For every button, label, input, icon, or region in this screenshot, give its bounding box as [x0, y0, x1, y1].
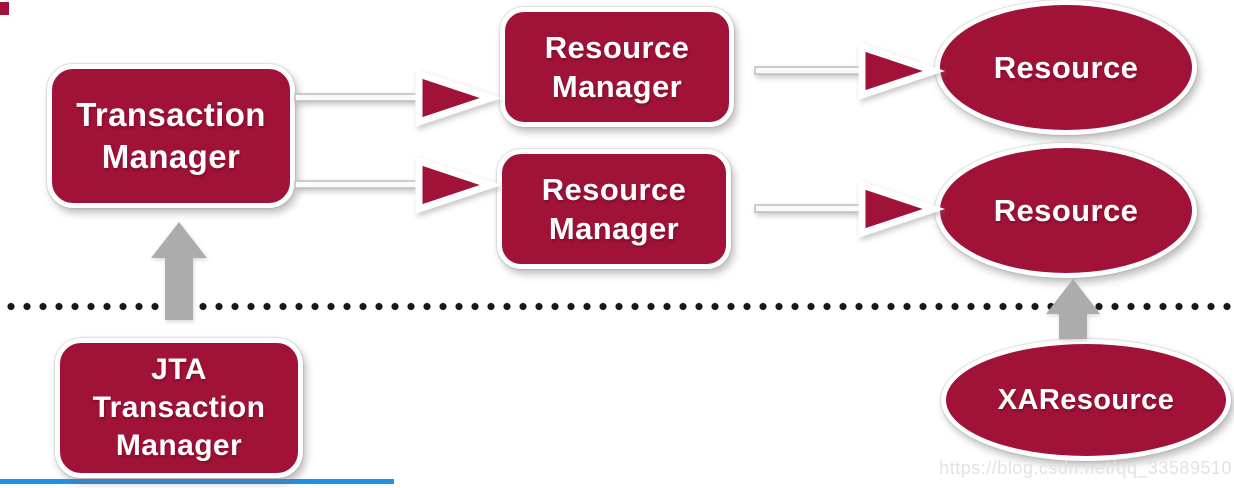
node-transaction-manager: Transaction Manager	[47, 64, 295, 208]
arrow-tm-to-rm-bottom-icon	[294, 156, 503, 214]
arrow-xa-to-resource-icon	[1046, 279, 1100, 339]
node-resource-manager-top-label: Resource Manager	[544, 29, 690, 104]
node-resource-top-label: Resource	[993, 49, 1139, 85]
dotted-divider-line	[0, 301, 1234, 312]
watermark-url: https://blog.csdn.net/qq_33589510	[939, 458, 1232, 478]
node-resource-manager-top: Resource Manager	[500, 7, 734, 127]
node-resource-bottom-label: Resource	[993, 192, 1139, 228]
arrow-tm-to-rm-top-icon	[294, 69, 503, 127]
arrow-rm-bottom-to-resource-icon	[754, 180, 946, 238]
node-resource-bottom: Resource	[935, 143, 1197, 278]
node-resource-manager-bottom: Resource Manager	[497, 149, 731, 269]
arrow-jta-to-tm-icon	[151, 222, 207, 320]
corner-red-square	[0, 2, 9, 15]
node-xa-resource-label: XAResource	[997, 383, 1175, 416]
node-jta-transaction-manager: JTA Transaction Manager	[55, 338, 303, 478]
node-xa-resource: XAResource	[941, 339, 1231, 461]
node-transaction-manager-label: Transaction Manager	[76, 96, 266, 175]
node-jta-transaction-manager-label: JTA Transaction Manager	[92, 353, 266, 462]
arrow-rm-top-to-resource-icon	[754, 42, 946, 100]
node-resource-top: Resource	[935, 0, 1197, 135]
node-resource-manager-bottom-label: Resource Manager	[541, 171, 687, 246]
bottom-blue-underline	[0, 479, 394, 484]
